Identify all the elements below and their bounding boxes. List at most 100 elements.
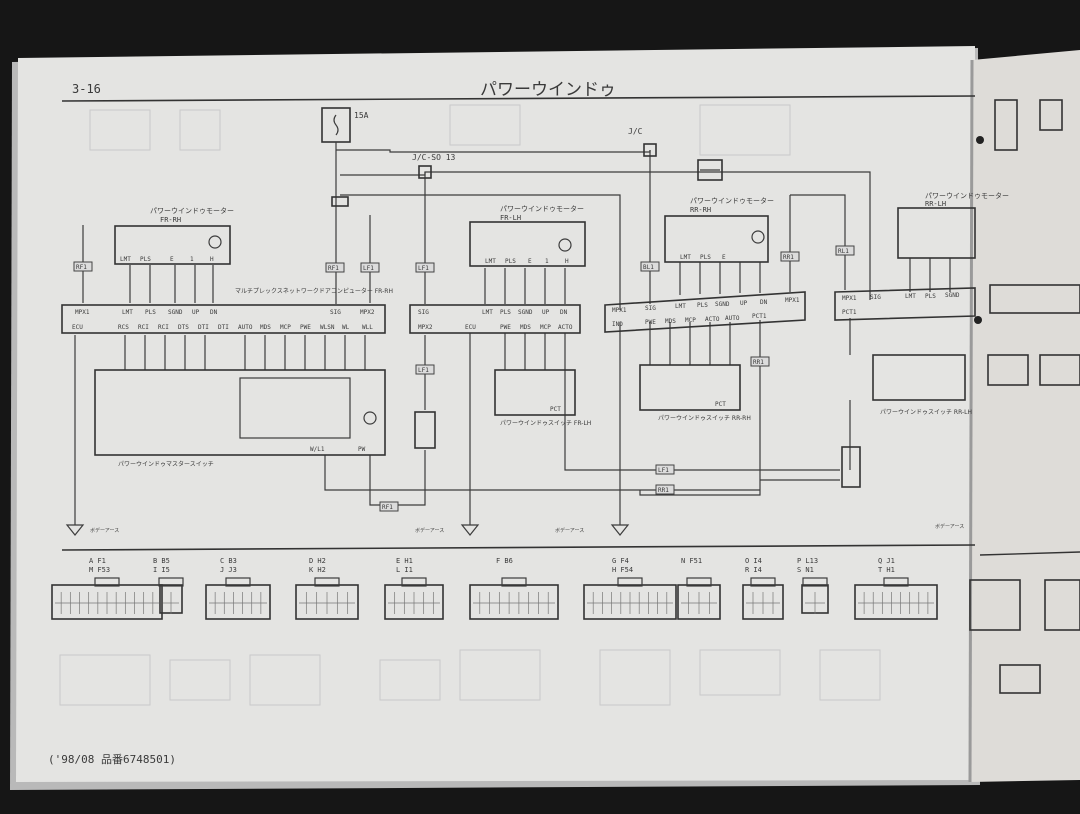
svg-text:DN: DN [560,309,568,316]
ecu-rr-rh: MPX1 SIG LMT PLS SGND UP DN MPX1 IND PWE… [604,291,806,333]
connector-latch [501,577,527,587]
svg-text:マルチプレックスネットワークドアコンピューター FR-RH: マルチプレックスネットワークドアコンピューター FR-RH [235,287,393,295]
connector-view: C B3J J3 [205,557,271,620]
connector-body [205,584,271,620]
svg-text:ボデーアース: ボデーアース [935,523,964,530]
svg-text:RF1: RF1 [382,504,393,511]
connector-body [295,584,359,620]
svg-text:RCI: RCI [158,324,169,331]
svg-text:RR1: RR1 [753,359,764,366]
svg-text:ECU: ECU [465,324,476,331]
connector-body [384,584,444,620]
connector-label: S N1 [797,566,814,574]
svg-text:RR1: RR1 [783,254,794,261]
svg-text:BL1: BL1 [643,264,654,271]
connector-label: B B5 [153,557,170,565]
svg-text:SGND: SGND [945,292,960,299]
fuse-rating: 15A [354,111,369,120]
page-title: パワーウインドゥ [480,80,616,100]
svg-text:IND: IND [612,321,623,328]
master-switch: W/L1 PW パワーウインドゥマスタースイッチ [94,369,386,468]
connector-body [51,584,163,620]
svg-text:RR-LH: RR-LH [925,200,946,208]
svg-text:SGND: SGND [715,301,730,308]
svg-text:FR-LH: FR-LH [500,214,521,222]
svg-text:WLSN: WLSN [320,324,335,331]
svg-text:UP: UP [542,309,550,316]
connector-view: N F51 [677,557,721,620]
svg-text:LMT: LMT [675,303,686,310]
connector-label: R I4 [745,566,762,574]
wiring [74,142,951,525]
connector-label: E H1 [396,557,413,565]
window-lock-relay [414,411,436,449]
connector-label: O I4 [745,557,762,565]
connector-view: G F4H F54 [583,557,677,620]
svg-text:LF1: LF1 [658,467,669,474]
connector-view: B B5I I5 [153,557,184,614]
inline-connector-rl1: RL1 [838,248,849,255]
svg-text:MCP: MCP [540,324,551,331]
svg-text:H: H [565,258,569,265]
junction-label: J/C-SO 13 [412,153,456,162]
connector-label: N F51 [681,557,702,565]
svg-text:パワーウインドゥモーター: パワーウインドゥモーター [925,191,1009,200]
svg-text:DTI: DTI [198,324,209,331]
connector-label: H F54 [612,566,633,574]
connector-label: I I5 [153,566,170,574]
svg-text:MDS: MDS [665,318,676,325]
ecu-fr-rh: マルチプレックスネットワークドアコンピューター FR-RH MPX1 LMT P… [61,287,393,334]
connector-view: Q J1T H1 [854,557,938,620]
connector-label: G F4 [612,557,629,565]
svg-text:LMT: LMT [485,258,496,265]
svg-text:パワーウインドゥモーター: パワーウインドゥモーター [150,206,234,215]
page-gutter [968,59,974,783]
svg-text:MCP: MCP [685,317,696,324]
connector-view: O I4R I4 [742,557,784,620]
svg-text:SIG: SIG [418,309,429,316]
svg-text:PWE: PWE [300,324,311,331]
svg-text:ACTO: ACTO [558,324,573,331]
svg-text:MPX1: MPX1 [75,309,90,316]
svg-text:LF1: LF1 [418,265,429,272]
connector-body [742,584,784,620]
fuse-icon [333,114,339,136]
connector-latch [94,577,120,587]
svg-text:E: E [170,256,174,263]
svg-text:RR1: RR1 [658,487,669,494]
svg-text:SGND: SGND [168,309,183,316]
svg-text:E: E [722,254,726,261]
svg-text:MPX1: MPX1 [612,307,627,314]
svg-text:PLS: PLS [500,309,511,316]
svg-text:LF1: LF1 [363,265,374,272]
switch-rr-lh: パワーウインドゥスイッチ RR-LH [872,354,972,416]
connector-section-rule [61,544,976,551]
connector-latch [401,577,427,587]
motor-icon [558,238,572,252]
svg-text:LMT: LMT [482,309,493,316]
door-lock-switch [841,446,861,488]
connector-body [583,584,677,620]
svg-text:RCI: RCI [138,324,149,331]
ground-symbols: ボデーアース ボデーアース ボデーアース ボデーアース [65,523,964,536]
junction-label: J/C [628,127,643,136]
svg-text:LF1: LF1 [418,367,429,374]
connector-label: Q J1 [878,557,895,565]
svg-text:SGND: SGND [518,309,533,316]
svg-text:パワーウインドゥスイッチ RR-LH: パワーウインドゥスイッチ RR-LH [880,408,972,416]
header-rule [61,95,976,102]
connector-label: K H2 [309,566,326,574]
svg-text:SIG: SIG [645,305,656,312]
connector-latch [883,577,909,587]
svg-text:パワーウインドゥマスタースイッチ: パワーウインドゥマスタースイッチ [118,460,214,468]
connector-label: F B6 [496,557,513,565]
connector-label: L I1 [396,566,413,574]
svg-text:PCT: PCT [715,401,726,408]
connector-latch [225,577,251,587]
svg-text:パワーウインドゥモーター: パワーウインドゥモーター [500,204,584,213]
connector-view: D H2K H2 [295,557,359,620]
connector-label: T H1 [878,566,895,574]
svg-text:パワーウインドゥスイッチ FR-LH: パワーウインドゥスイッチ FR-LH [500,419,591,427]
